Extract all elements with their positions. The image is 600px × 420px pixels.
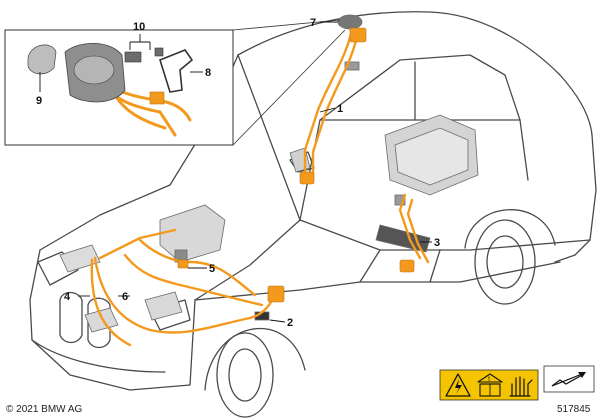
inset-clip (124, 51, 142, 63)
callout-2: 2 (287, 317, 293, 329)
callout-3: 3 (434, 237, 440, 249)
hv-connectors (177, 27, 415, 303)
inset-cap (27, 44, 57, 75)
callout-1: 1 (337, 103, 343, 115)
charge-unit (59, 244, 101, 273)
image-number: 517845 (557, 404, 591, 415)
detail-inset (4, 19, 346, 146)
leader-lines (39, 21, 432, 323)
service-disconnect (337, 14, 363, 30)
junction-box (289, 147, 311, 173)
components (59, 14, 479, 333)
front-motor (159, 204, 226, 263)
hv-cable-3 (398, 193, 422, 260)
high-voltage-warning-icon (445, 373, 471, 397)
svg-text:!: ! (488, 377, 490, 383)
hv-cable-1 (303, 28, 354, 177)
heater (144, 291, 183, 321)
callout-5: 5 (209, 263, 215, 275)
callout-8: 8 (205, 67, 211, 79)
inset-bracket (159, 49, 194, 93)
cable-channel (375, 224, 431, 253)
callout-4: 4 (64, 291, 71, 303)
callouts: 1 2 3 4 5 6 7 8 9 10 (36, 17, 440, 329)
callout-10: 10 (133, 21, 145, 33)
callout-9: 9 (36, 95, 42, 107)
hv-cable-4 (90, 258, 132, 347)
hv-cable-5 (138, 238, 257, 297)
arrow-icon (543, 365, 595, 393)
hv-cables (90, 28, 430, 347)
callout-6: 6 (122, 291, 128, 303)
warning-symbols: ! (439, 369, 539, 401)
copyright-text: © 2021 BMW AG (6, 404, 83, 415)
protective-glove-icon (509, 376, 533, 397)
hv-cable-6 (93, 256, 252, 334)
callout-7: 7 (310, 17, 316, 29)
manual-icon: ! (477, 373, 503, 397)
